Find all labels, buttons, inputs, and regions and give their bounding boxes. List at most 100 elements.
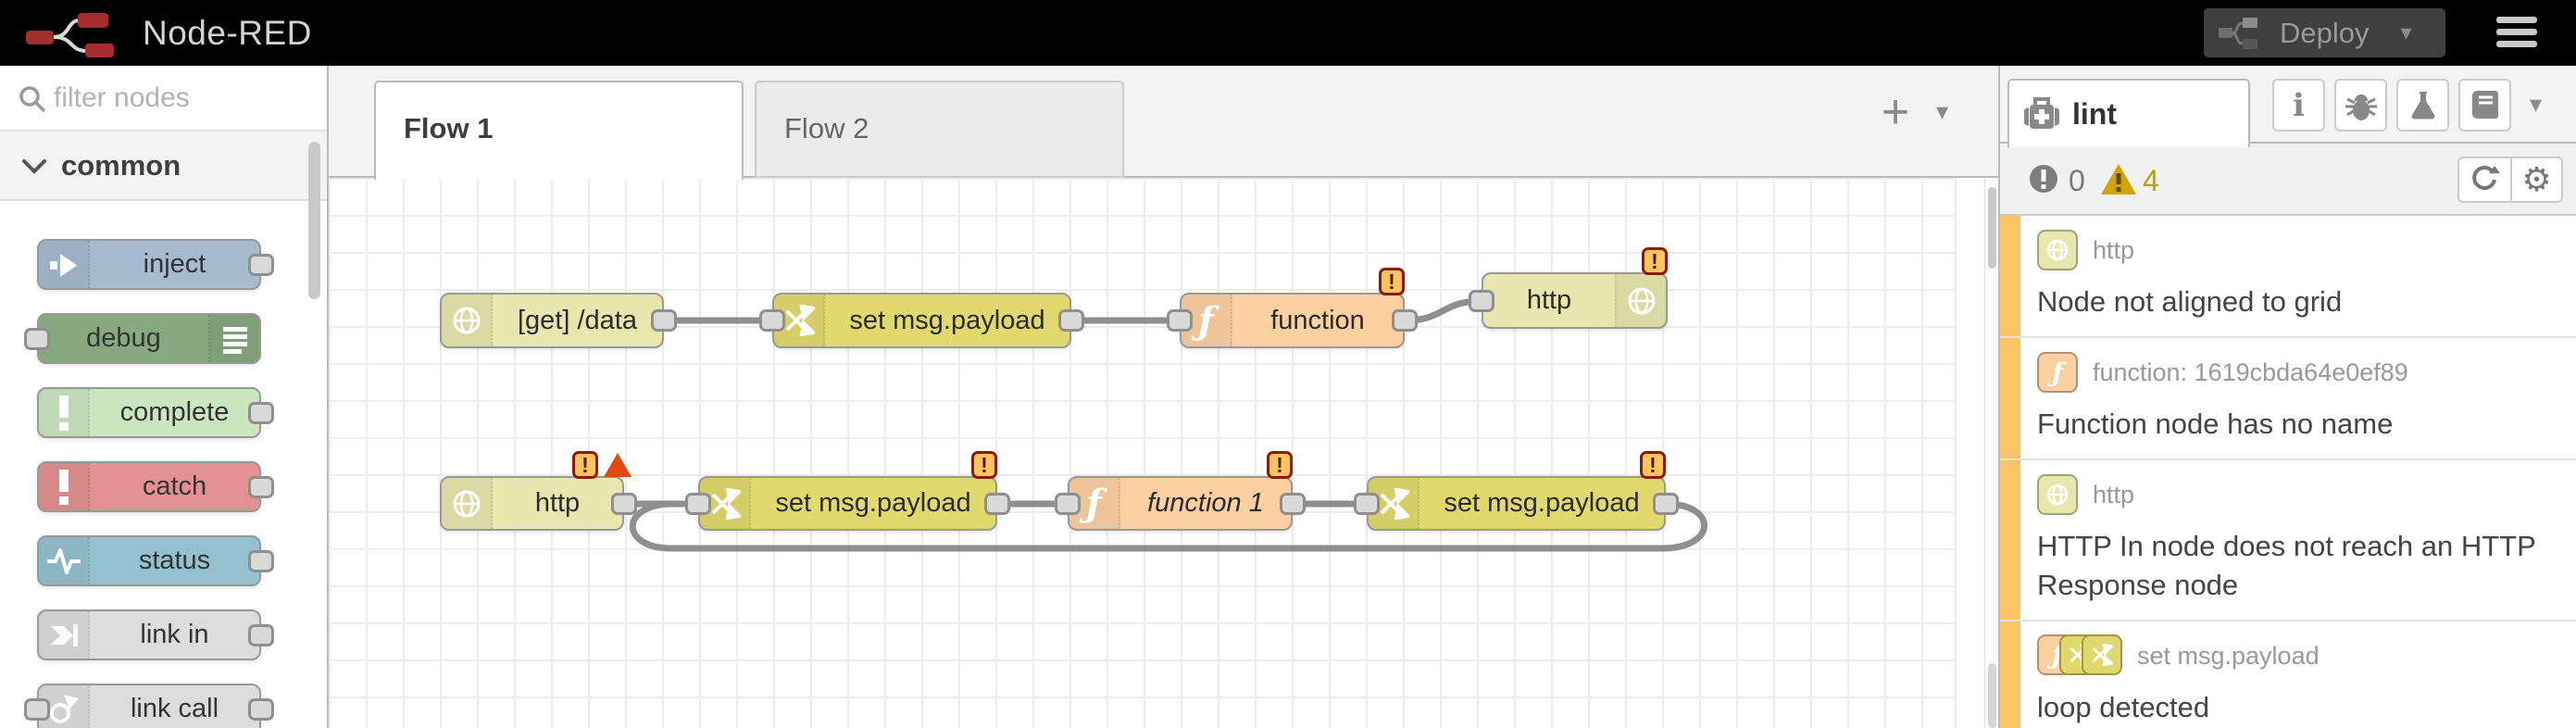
output-port[interactable]: [1280, 492, 1306, 515]
node-icon-stack: ƒ: [2037, 634, 2122, 677]
palette-node-link-call[interactable]: link call: [24, 684, 274, 728]
help-tab-button[interactable]: [2458, 79, 2511, 132]
main-menu-button[interactable]: [2496, 17, 2537, 50]
node-http-response[interactable]: http: [1469, 272, 1668, 329]
lint-issue-list: http Node not aligned to grid ƒ function…: [2000, 216, 2576, 728]
output-port[interactable]: [1392, 309, 1418, 332]
globe-icon: [1615, 274, 1666, 327]
hamburger-icon: [2496, 17, 2537, 23]
input-port[interactable]: [1354, 492, 1380, 515]
lint-node-name: http: [2093, 235, 2135, 264]
palette-category-common[interactable]: common: [0, 132, 327, 201]
warning-count: 4: [2143, 164, 2159, 197]
input-port[interactable]: [1469, 289, 1494, 312]
context-tab-button[interactable]: [2396, 79, 2449, 132]
sidebar-tabbar: lint i: [2000, 66, 2576, 147]
palette-node-inject[interactable]: inject: [37, 239, 274, 290]
palette-node-status[interactable]: status: [37, 535, 274, 586]
input-port[interactable]: [685, 492, 711, 515]
node-change-set-payload-3[interactable]: set msg.payload: [1354, 476, 1679, 531]
debug-tab-button[interactable]: [2334, 79, 2387, 132]
input-port[interactable]: [24, 327, 50, 350]
palette-node-catch[interactable]: catch: [37, 461, 274, 512]
node-change-set-payload-1[interactable]: set msg.payload: [759, 293, 1084, 348]
input-port[interactable]: [1055, 492, 1081, 515]
filter-nodes-input[interactable]: [54, 75, 304, 121]
flow-list-caret-icon[interactable]: ▾: [1936, 97, 1949, 125]
input-port[interactable]: [759, 309, 785, 332]
flow-tabbar: Flow 1 Flow 2 + ▾: [329, 66, 1998, 180]
flow-canvas[interactable]: [get] /data set msg.payload ƒ function: [329, 178, 1998, 728]
info-tab-button[interactable]: i: [2272, 79, 2325, 132]
output-port[interactable]: [248, 697, 274, 721]
palette-sidebar: common inject debug complete: [0, 66, 329, 728]
tab-flow-1[interactable]: Flow 1: [374, 81, 744, 180]
canvas-grid: [329, 178, 1957, 728]
error-triangle-icon: [604, 453, 631, 477]
tab-lint[interactable]: lint: [2007, 79, 2250, 147]
refresh-button[interactable]: [2459, 158, 2510, 201]
gear-icon: ⚙: [2521, 160, 2552, 198]
warning-badge: !: [1379, 268, 1405, 295]
input-port[interactable]: [1167, 309, 1193, 332]
heartbeat-icon: [39, 537, 90, 584]
header: Node-RED Deploy ▾: [0, 0, 2576, 66]
warning-stripe: [2000, 621, 2020, 728]
tab-flow-2[interactable]: Flow 2: [755, 81, 1124, 178]
warning-count-icon: [2101, 164, 2136, 195]
output-port[interactable]: [248, 253, 274, 276]
inject-icon: [39, 241, 90, 288]
deploy-options-caret-icon[interactable]: ▾: [2400, 20, 2412, 45]
node-function[interactable]: ƒ function: [1167, 293, 1418, 348]
input-port[interactable]: [24, 697, 50, 721]
output-port[interactable]: [1653, 492, 1679, 515]
lint-item-node-alignment[interactable]: http Node not aligned to grid: [2000, 216, 2576, 338]
palette-node-debug[interactable]: debug: [24, 313, 261, 364]
lint-tab-label: lint: [2072, 96, 2117, 131]
deploy-button[interactable]: Deploy ▾: [2204, 8, 2445, 57]
warning-stripe: [2000, 216, 2020, 336]
lint-item-http-no-response[interactable]: http HTTP In node does not reach an HTTP…: [2000, 460, 2576, 621]
palette-scrollbar[interactable]: [308, 142, 320, 299]
app-logo: Node-RED: [26, 8, 396, 58]
debug-icon: [208, 315, 259, 362]
warning-badge: !: [1640, 451, 1666, 479]
lint-message: Node not aligned to grid: [2037, 285, 2343, 318]
app-title: Node-RED: [143, 14, 312, 52]
output-port[interactable]: [248, 475, 274, 498]
output-port[interactable]: [984, 492, 1010, 515]
canvas-scrollbar[interactable]: [1984, 178, 1998, 728]
output-port[interactable]: [248, 401, 274, 424]
output-port[interactable]: [248, 549, 274, 572]
exclamation-icon: [39, 463, 90, 510]
http-node-icon: [2037, 474, 2078, 515]
lint-item-function-no-name[interactable]: ƒ function: 1619cbda64e0ef89 Function no…: [2000, 338, 2576, 460]
lint-message: HTTP In node does not reach an HTTP Resp…: [2037, 530, 2536, 601]
output-port[interactable]: [1058, 309, 1084, 332]
workspace: Flow 1 Flow 2 + ▾: [329, 66, 1998, 728]
output-port[interactable]: [611, 492, 637, 515]
node-function-1[interactable]: ƒ function 1: [1055, 476, 1306, 531]
lint-message: Function node has no name: [2037, 408, 2394, 440]
add-flow-button[interactable]: +: [1881, 85, 1910, 139]
deploy-icon: [2219, 17, 2257, 49]
output-port[interactable]: [651, 309, 677, 332]
category-label: common: [61, 149, 181, 182]
palette-node-link-in[interactable]: link in: [37, 609, 274, 660]
settings-button[interactable]: ⚙: [2509, 158, 2561, 201]
http-node-icon: [2037, 230, 2078, 270]
wire-loop[interactable]: [629, 500, 1707, 552]
palette-node-complete[interactable]: complete: [37, 387, 274, 438]
scrollbar-thumb[interactable]: [1988, 663, 1996, 728]
output-port[interactable]: [248, 623, 274, 646]
exclamation-icon: [39, 389, 90, 436]
node-http-in-get-data[interactable]: [get] /data: [440, 293, 677, 348]
node-change-set-payload-2[interactable]: set msg.payload: [685, 476, 1010, 531]
node-http-in-2[interactable]: http: [440, 476, 637, 531]
scrollbar-thumb[interactable]: [1988, 187, 1996, 269]
sidebar-tabs-caret-icon[interactable]: ▾: [2530, 90, 2543, 118]
warning-badge: !: [572, 451, 598, 479]
lint-node-name: function: 1619cbda64e0ef89: [2093, 358, 2408, 386]
lint-item-loop-detected[interactable]: ƒ set msg.payload loop detected: [2000, 621, 2576, 728]
